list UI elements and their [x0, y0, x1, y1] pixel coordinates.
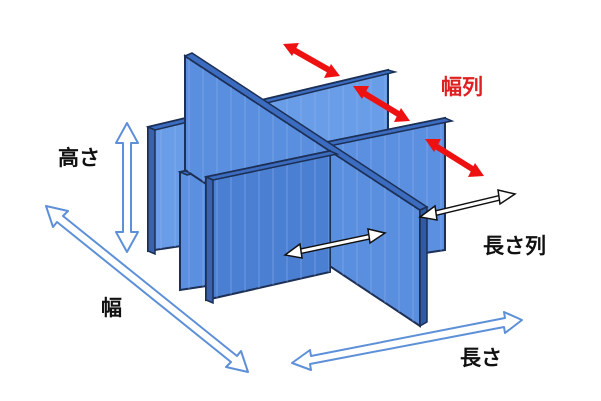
- inner-length-arrow: [283, 228, 387, 259]
- outer-length-arrow: [418, 189, 517, 221]
- height-label: 高さ: [58, 146, 100, 170]
- width-arrow: [45, 205, 249, 373]
- red-arrow-2: [353, 86, 410, 122]
- red-arrow-1: [283, 43, 340, 78]
- red-arrow-3: [425, 139, 484, 177]
- width-rows-label: 幅列: [441, 75, 483, 99]
- height-arrow: [115, 122, 139, 253]
- width-label: 幅: [101, 296, 122, 320]
- length-rows-label: 長さ列: [483, 234, 546, 258]
- length-arrow: [291, 311, 523, 371]
- length-label: 長さ: [460, 346, 502, 370]
- front-long-panel: [203, 149, 340, 305]
